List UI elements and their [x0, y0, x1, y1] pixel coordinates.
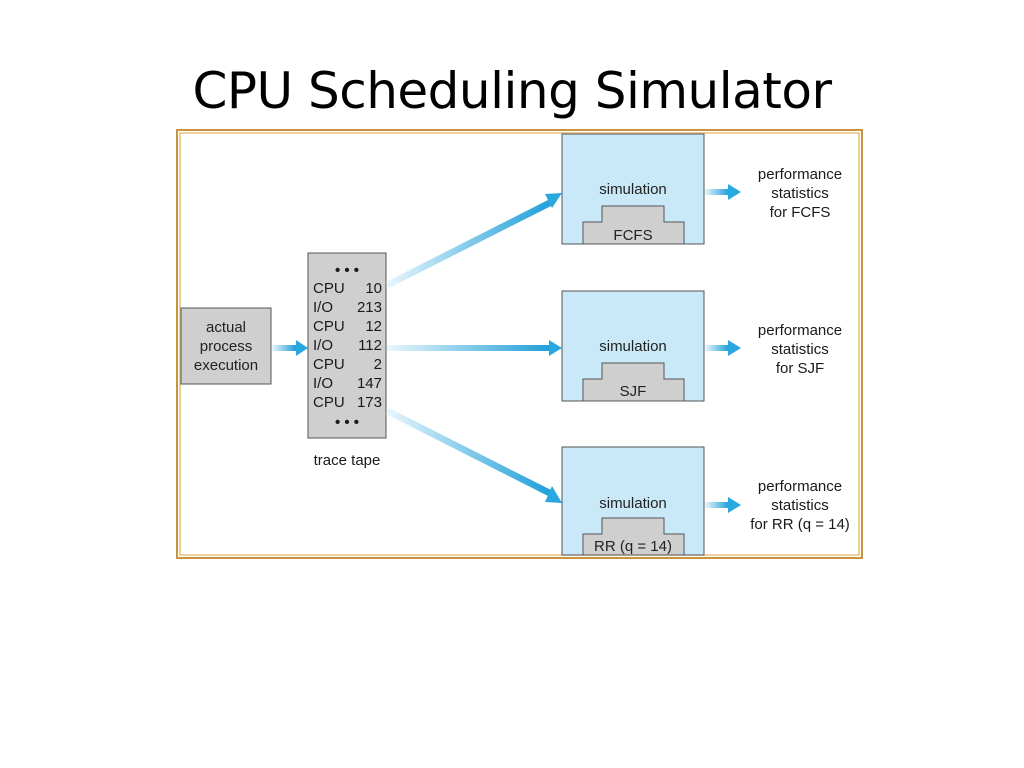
arrow-source-to-trace: [272, 340, 308, 356]
trace-value-0: 10: [365, 280, 382, 297]
stats-sjf-line-2: statistics: [771, 341, 829, 358]
trace-kind-0: CPU: [313, 280, 345, 297]
stats-fcfs-line-2: statistics: [771, 185, 829, 202]
simulation-box-sjf: simulation SJF: [561, 290, 705, 402]
diagram-frame: [176, 129, 863, 559]
trace-value-1: 213: [357, 299, 382, 316]
trace-kind-3: I/O: [313, 337, 333, 354]
trace-dots-bottom: • • •: [335, 414, 359, 431]
algorithm-label-rr: RR (q = 14): [594, 538, 672, 555]
simulation-box-rr: simulation RR (q = 14): [561, 446, 705, 556]
trace-value-5: 147: [357, 375, 382, 392]
trace-kind-5: I/O: [313, 375, 333, 392]
algorithm-label-sjf: SJF: [620, 383, 647, 400]
arrow-sjf-to-stats: [705, 340, 741, 356]
source-line-1: actual: [206, 319, 246, 336]
stats-sjf-line-1: performance: [758, 322, 842, 339]
stats-sjf-line-3: for SJF: [776, 360, 824, 377]
slide-title: CPU Scheduling Simulator: [192, 62, 832, 120]
trace-tape-caption: trace tape: [314, 452, 381, 469]
trace-value-4: 2: [374, 356, 382, 373]
arrow-rr-to-stats: [705, 497, 741, 513]
stats-rr-line-2: statistics: [771, 497, 829, 514]
stats-fcfs-line-3: for FCFS: [770, 204, 831, 221]
arrow-fcfs-to-stats: [705, 184, 741, 200]
trace-tape: • • • CPU 10 I/O 213 CPU 12 I/O 112 CPU …: [307, 252, 387, 439]
trace-dots-top: • • •: [335, 262, 359, 279]
algorithm-label-fcfs: FCFS: [613, 227, 652, 244]
simulation-label-rr: simulation: [599, 495, 667, 512]
source-line-2: process: [200, 338, 253, 355]
stats-sjf: performance statistics for SJF: [758, 322, 842, 377]
simulation-label-sjf: simulation: [599, 338, 667, 355]
stats-fcfs: performance statistics for FCFS: [758, 166, 842, 221]
trace-kind-6: CPU: [313, 394, 345, 411]
trace-kind-4: CPU: [313, 356, 345, 373]
actual-process-execution-box: actual process execution: [180, 307, 272, 385]
trace-value-3: 112: [358, 337, 382, 354]
arrow-trace-to-fcfs: [386, 193, 562, 288]
trace-kind-1: I/O: [313, 299, 333, 316]
simulation-label-fcfs: simulation: [599, 181, 667, 198]
trace-value-2: 12: [365, 318, 382, 335]
stats-rr-line-3: for RR (q = 14): [750, 516, 850, 533]
trace-kind-2: CPU: [313, 318, 345, 335]
trace-value-6: 173: [357, 394, 382, 411]
stats-fcfs-line-1: performance: [758, 166, 842, 183]
source-line-3: execution: [194, 357, 258, 374]
stats-rr: performance statistics for RR (q = 14): [750, 478, 850, 533]
arrow-trace-to-rr: [386, 408, 562, 503]
stats-rr-line-1: performance: [758, 478, 842, 495]
diagram-frame-inner: [179, 132, 860, 556]
simulation-box-fcfs: simulation FCFS: [561, 133, 705, 245]
arrow-trace-to-sjf: [387, 340, 562, 356]
